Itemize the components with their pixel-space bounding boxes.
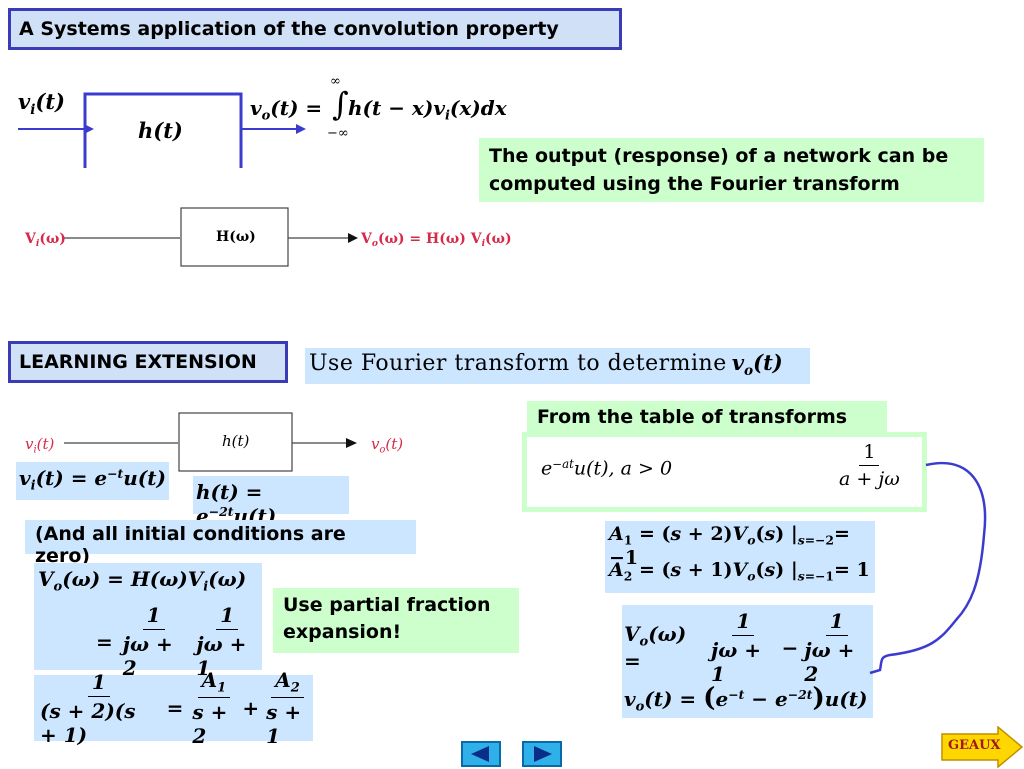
diagram3-block [178,412,293,472]
diagram2-arrowhead [348,233,358,243]
diagram2-block [180,207,289,267]
result-frac2-den: jω + 2 [804,638,855,686]
convolution-integral: vo(t) = ∞ ∫ −∞ h(t − x)vi(x)dx [250,74,530,144]
back-button[interactable] [461,741,501,767]
pf-lhs-den: (s + 2)(s + 1) [40,698,136,747]
prompt-text: Use Fourier transform to determine [309,351,727,376]
connector-path [869,461,987,675]
frac2-den: jω + 1 [196,632,247,680]
pf-plus: + [242,696,260,720]
frac1-den: jω + 2 [122,632,173,680]
partial-fraction-note-text: Use partial fraction expansion! [283,594,491,643]
diagram1-block-label: h(t) [138,118,183,143]
triangle-right-icon [534,746,552,762]
diagram1-output-arrowhead [296,124,306,134]
pf-term2-num: A2 [271,668,304,699]
pf-term2-den: s + 1 [266,700,302,749]
coefficients: A1 = (s + 2)Vo(s) |s=−2= −1 A2 = (s + 1)… [605,521,875,593]
connector-curve [869,461,987,675]
output-note-text: The output (response) of a network can b… [489,145,949,195]
coefficient-a1: A1 = (s + 2)Vo(s) |s=−2= −1 [609,523,850,570]
result-vo-lhs: Vo(ω) = [624,621,687,674]
learning-extension-label: LEARNING EXTENSION [8,341,288,383]
table-label: From the table of transforms [527,401,887,435]
slide-title: A Systems application of the convolution… [8,8,622,50]
diagram3-arrowhead [346,438,357,448]
vi-definition: vi(t) = e−tu(t) [16,462,169,500]
geaux-button[interactable]: GEAUX [940,726,1024,768]
vo-omega-equals: = [96,629,113,654]
learning-extension-prompt: Use Fourier transform to determine vo(t) [305,348,810,384]
learning-extension-text: LEARNING EXTENSION [19,351,257,373]
pf-equals: = [166,696,184,720]
integral-sign: ∫ [332,85,349,123]
diagram2-svg [64,207,358,267]
diagram3-output-label: vo(t) [371,435,404,456]
table-freq-num: 1 [859,441,880,466]
forward-button[interactable] [522,741,562,767]
triangle-left-icon [471,746,489,762]
prompt-target: vo(t) [731,350,783,379]
vo-omega-line1: Vo(ω) = H(ω)Vi(ω) [38,567,247,595]
pf-term1-num: A1 [197,668,231,699]
partial-fraction-note: Use partial fraction expansion! [273,588,519,653]
diagram3-block-label: h(t) [222,432,250,450]
integral-upper-limit: ∞ [330,74,341,89]
diagram2-input-label: Vi(ω) [25,231,66,250]
initial-conditions: (And all initial conditions are zero) [25,520,416,567]
diagram3-svg [64,412,357,472]
integrand: h(t − x)vi(x)dx [348,96,507,124]
table-freq-den: a + jω [839,468,900,490]
diagram3-input-label: vi(t) [25,435,55,456]
diagram1-block [83,92,243,168]
geaux-arrow-icon [941,726,1024,768]
diagram1-input-label: vi(t) [18,89,65,118]
pf-lhs: 1(s + 2)(s + 1) [36,670,162,747]
h-definition: h(t) = e−2tu(t) [193,476,349,528]
table-label-text: From the table of transforms [537,406,848,428]
coefficient-a2: A2 = (s + 1)Vo(s) |s=−1= 1 [609,559,870,584]
frac1-num: 1 [142,603,165,630]
integral-lower-limit: −∞ [327,126,349,141]
result-frac2-num: 1 [825,609,848,636]
frac2-num: 1 [216,603,239,630]
pf-term1-den: s + 2 [192,700,228,749]
output-note: The output (response) of a network can b… [479,138,984,202]
diagram1-svg [18,92,306,168]
result-vo-time: vo(t) = (e−t − e−2t)u(t) [624,683,868,715]
result-frac1-den: jω + 1 [711,638,762,686]
table-time-function: e−atu(t), a > 0 [541,457,673,480]
geaux-label: GEAUX [948,738,1001,753]
result-minus: − [781,635,799,660]
slide-title-text: A Systems application of the convolution… [19,18,559,40]
integral-lhs: vo(t) = [250,96,323,124]
result-frac1-num: 1 [732,609,755,636]
initial-conditions-text: (And all initial conditions are zero) [35,523,346,567]
pf-lhs-num: 1 [87,670,110,697]
diagram2-block-label: H(ω) [216,229,256,245]
diagram2-output-label: Vo(ω) = H(ω) Vi(ω) [361,231,512,250]
